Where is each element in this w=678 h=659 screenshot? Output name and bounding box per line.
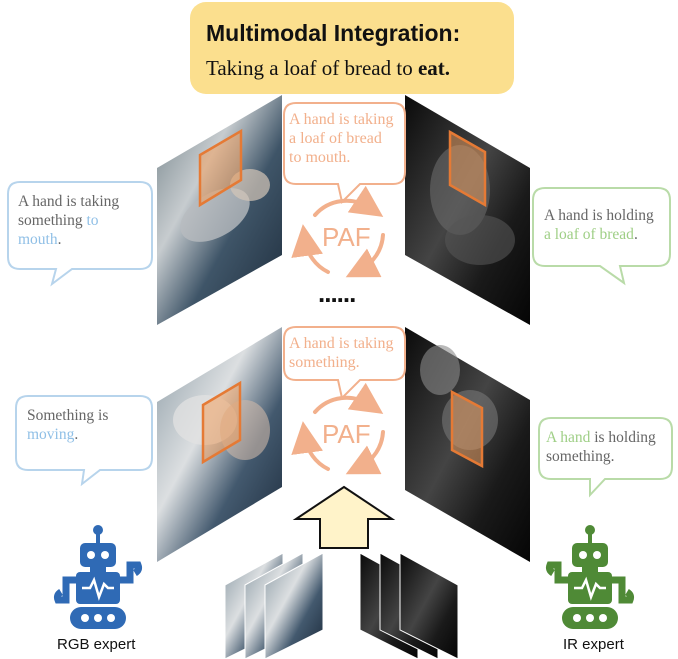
caption-highlight: moving (27, 426, 75, 443)
ir-frame-bottom (405, 327, 530, 562)
caption-highlight: to (86, 212, 99, 229)
ir-caption-bottom: A hand is holding something. (546, 428, 656, 466)
caption-line: A hand is holding (546, 428, 656, 447)
paf-caption-line: to mouth. (289, 149, 351, 166)
rgb-caption-bottom: Something is moving. (27, 406, 108, 444)
caption-text: is holding (590, 429, 656, 446)
rgb-speech-bubble-top (7, 181, 153, 287)
caption-text: . (633, 226, 638, 243)
roi-box (450, 389, 484, 469)
caption-highlight: mouth (18, 231, 58, 248)
ir-frame-top (405, 95, 530, 325)
caption-line: something. (546, 448, 615, 465)
caption-line: something to (18, 211, 119, 230)
rgb-frame-stack (224, 552, 324, 659)
rgb-expert-label: RGB expert (57, 636, 136, 653)
caption-highlight: a loaf of bread (544, 226, 634, 243)
ir-robot-icon (545, 525, 635, 629)
roi-box (448, 129, 487, 208)
paf-cycle-bottom (291, 382, 385, 475)
title-heading: Multimodal Integration: (206, 20, 461, 46)
paf-label-top: PAF (322, 222, 371, 252)
ellipsis: ...... (318, 278, 356, 308)
paf-label-bottom: PAF (322, 419, 371, 449)
ir-speech-bubble-top (532, 187, 671, 286)
ir-speech-bubble-bottom (538, 417, 673, 498)
up-arrow-icon (292, 485, 396, 549)
rgb-robot-icon (53, 525, 143, 629)
roi-box (198, 128, 243, 208)
paf-caption-top: A hand is taking a loaf of bread to mout… (289, 110, 393, 167)
title-sub-text: Taking a loaf of bread to (206, 56, 418, 80)
ir-caption-top: A hand is holding a loaf of bread. (544, 206, 654, 244)
paf-caption-line: a loaf of bread (289, 130, 382, 147)
paf-caption-bottom: A hand is taking something. (289, 334, 393, 372)
rgb-frame-top (157, 95, 282, 325)
rgb-caption-top: A hand is taking something to mouth. (18, 192, 119, 249)
paf-caption-line: something. (289, 354, 360, 371)
caption-line: A hand is taking (18, 193, 120, 210)
paf-caption-line: A hand is taking (289, 335, 394, 352)
caption-line: mouth. (18, 230, 119, 249)
ir-expert-label: IR expert (563, 636, 624, 653)
ir-frame-stack (359, 552, 459, 659)
rgb-speech-bubble-bottom (15, 395, 153, 487)
caption-highlight: A hand (546, 429, 591, 446)
title-banner (190, 2, 514, 94)
paf-cycle-top (291, 185, 385, 278)
title-sub-bold: eat. (417, 56, 451, 80)
caption-text: something (18, 212, 87, 229)
paf-caption-line: A hand is taking (289, 111, 394, 128)
roi-box (201, 380, 242, 465)
caption-line: Something is (27, 407, 109, 424)
caption-text: . (57, 231, 62, 248)
rgb-frame-bottom (157, 327, 282, 562)
caption-text: . (74, 426, 79, 443)
title-subheading: Taking a loaf of bread to eat. (206, 56, 450, 81)
caption-line: a loaf of bread. (544, 225, 654, 244)
caption-line: A hand is holding (544, 207, 654, 224)
caption-line: moving. (27, 425, 108, 444)
